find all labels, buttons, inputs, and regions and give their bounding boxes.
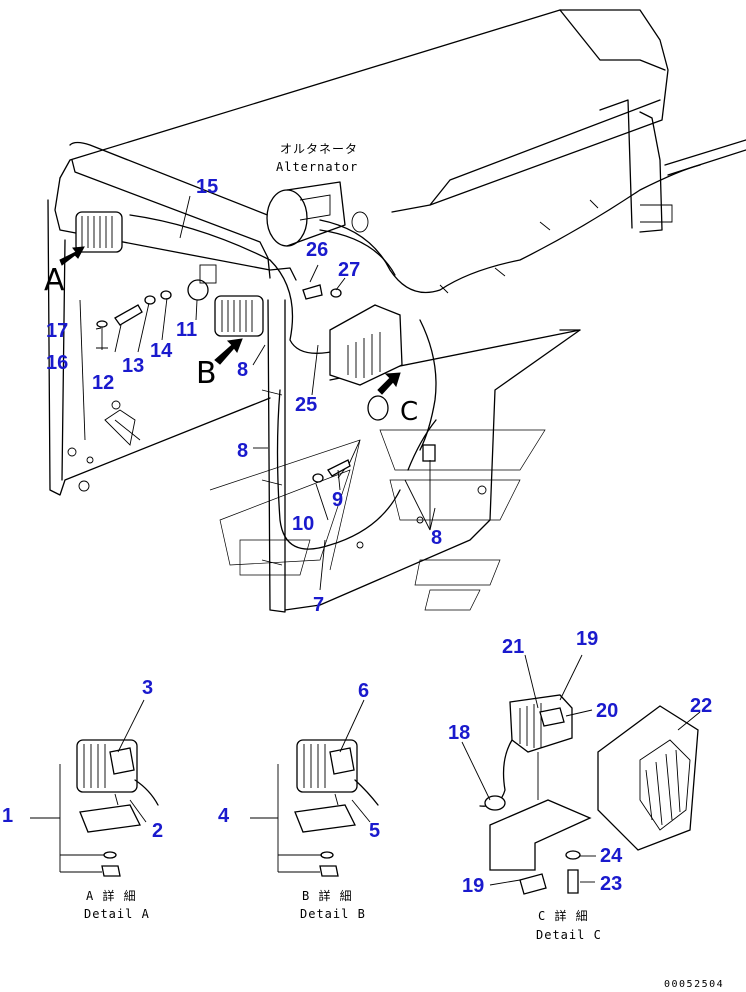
callout-23: 23 [600, 873, 622, 895]
detail-b-title-jp: B 詳 細 [302, 888, 353, 903]
detail-a-title-jp: A 詳 細 [86, 888, 137, 903]
alternator-label-jp: オルタネータ [280, 142, 358, 156]
view-c-marker: C [400, 397, 418, 427]
callout-25: 25 [295, 394, 317, 416]
detail-c [479, 694, 699, 895]
callout-22: 22 [690, 695, 712, 717]
drawing-code: 00052504 [664, 979, 724, 990]
detail-b [250, 739, 379, 877]
callout-3: 3 [142, 677, 153, 699]
fasteners-main [96, 284, 436, 483]
callout-8-a: 8 [237, 359, 248, 381]
callout-6: 6 [358, 680, 369, 702]
callout-7: 7 [313, 594, 324, 616]
callout-12: 12 [92, 372, 114, 394]
callout-16: 16 [46, 352, 68, 374]
callout-19-b: 19 [462, 875, 484, 897]
wiring-harness [129, 164, 701, 550]
lamp-b-main [187, 264, 264, 365]
detail-a [30, 739, 159, 877]
callout-4: 4 [218, 805, 230, 827]
callout-13: 13 [122, 355, 144, 377]
alternator-label-en: Alternator [276, 160, 358, 174]
view-a-marker: A [44, 263, 65, 298]
callout-17: 17 [46, 320, 68, 342]
callout-15: 15 [196, 176, 218, 198]
lamp-c-main [329, 304, 403, 421]
callout-14: 14 [150, 340, 173, 362]
view-b-marker: B [196, 356, 217, 391]
alternator [266, 181, 369, 247]
callout-19-a: 19 [576, 628, 598, 650]
detail-c-title-jp: C 詳 細 [538, 908, 589, 923]
callout-27: 27 [338, 259, 360, 281]
callout-9: 9 [332, 489, 343, 511]
callout-5: 5 [369, 820, 380, 842]
detail-b-title-en: Detail B [300, 907, 366, 921]
callout-18: 18 [448, 722, 470, 744]
callout-8-c: 8 [431, 527, 442, 549]
callout-26: 26 [306, 239, 328, 261]
callout-8-b: 8 [237, 440, 248, 462]
cab-assembly [47, 9, 746, 613]
callout-11: 11 [176, 319, 197, 341]
callout-21: 21 [502, 636, 524, 658]
callout-24: 24 [600, 845, 623, 867]
leader-lines [95, 195, 701, 886]
callout-2: 2 [152, 820, 163, 842]
callout-1: 1 [2, 805, 13, 827]
lamp-a-main [59, 211, 123, 266]
callout-10: 10 [292, 513, 314, 535]
detail-a-title-en: Detail A [84, 907, 150, 921]
detail-c-title-en: Detail C [536, 928, 602, 942]
callout-20: 20 [596, 700, 618, 722]
